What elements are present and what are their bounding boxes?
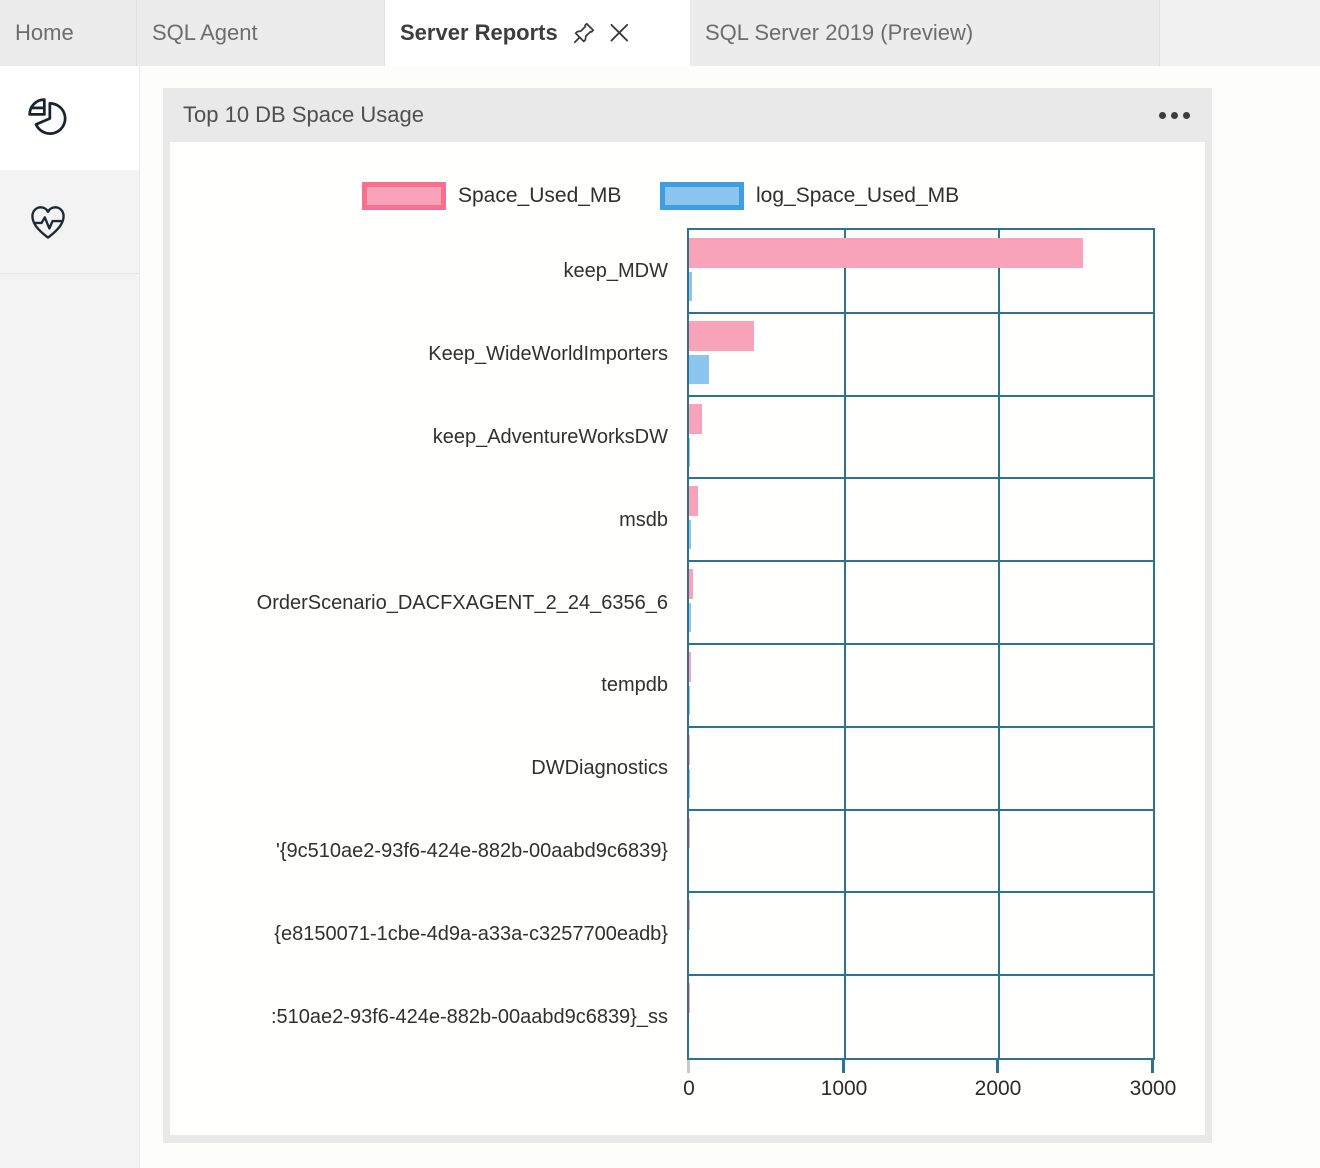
gridline-horizontal (689, 477, 1153, 479)
category-label: Keep_WideWorldImporters (428, 343, 668, 365)
bar-chart-plot (687, 228, 1155, 1060)
tab-server-reports[interactable]: Server Reports (385, 0, 690, 66)
gridline-horizontal (689, 560, 1153, 562)
tab-sql-server-2019-label: SQL Server 2019 (Preview) (705, 20, 974, 45)
category-label: '{9c510ae2-93f6-424e-882b-00aabd9c6839} (276, 840, 668, 862)
tab-bar: Home SQL Agent Server Reports SQL Server… (0, 0, 1320, 66)
category-label: {e8150071-1cbe-4d9a-a33a-c3257700eadb} (274, 923, 668, 945)
close-icon[interactable] (606, 20, 632, 46)
bar-log-space-used (689, 769, 690, 798)
x-tick-label: 1000 (820, 1077, 868, 1100)
x-tick-mark (1151, 1060, 1154, 1073)
gridline-horizontal (689, 809, 1153, 811)
bar-space-used (689, 818, 690, 848)
category-label: :510ae2-93f6-424e-882b-00aabd9c6839}_ss (270, 1006, 668, 1028)
chart-area: Space_Used_MB log_Space_Used_MB keep_MDW… (170, 142, 1205, 1135)
sidebar-item-space-usage-report[interactable] (0, 66, 139, 170)
category-label: tempdb (601, 674, 668, 696)
tab-home-label: Home (15, 20, 74, 45)
x-tick-label: 2000 (974, 1077, 1022, 1100)
bar-space-used (689, 983, 690, 1013)
legend-label-log-space-used[interactable]: log_Space_Used_MB (756, 184, 960, 207)
x-tick-mark (687, 1060, 690, 1073)
gridline-horizontal (689, 891, 1153, 893)
pie-chart-icon (28, 98, 67, 135)
tab-server-reports-label: Server Reports (400, 20, 558, 45)
legend-swatch-log-space-used[interactable] (660, 182, 744, 210)
bar-space-used (689, 321, 754, 351)
bar-log-space-used (689, 355, 709, 384)
bar-log-space-used (689, 686, 690, 715)
bar-log-space-used (689, 438, 690, 467)
tab-bar-empty-space (1160, 0, 1320, 66)
x-tick-mark (996, 1060, 999, 1073)
gridline-horizontal (689, 643, 1153, 645)
gridline-horizontal (689, 312, 1153, 314)
bar-space-used (689, 238, 1083, 268)
x-tick-label: 3000 (1129, 1077, 1177, 1100)
ellipsis-menu-button[interactable] (1157, 106, 1192, 125)
tab-home[interactable]: Home (0, 0, 137, 66)
category-label: keep_MDW (563, 260, 668, 282)
category-label: DWDiagnostics (531, 757, 668, 779)
tab-sql-server-2019[interactable]: SQL Server 2019 (Preview) (690, 0, 1160, 66)
legend-swatch-space-used[interactable] (362, 182, 446, 210)
bar-space-used (689, 735, 690, 765)
x-axis: 0 1000 2000 3000 (683, 1060, 1176, 1120)
bar-space-used (689, 652, 691, 682)
category-axis: keep_MDW Keep_WideWorldImporters keep_Adve… (187, 228, 668, 1060)
gridline-horizontal (689, 974, 1153, 976)
tab-action-icons (571, 20, 632, 46)
bar-space-used (689, 404, 702, 434)
sidebar-item-health-report[interactable] (0, 170, 139, 274)
category-label: OrderScenario_DACFXAGENT_2_24_6356_6 (256, 592, 668, 614)
x-tick-label: 0 (683, 1077, 695, 1100)
heart-pulse-icon (31, 205, 65, 239)
legend-label-space-used[interactable]: Space_Used_MB (458, 184, 622, 207)
report-panel: Top 10 DB Space Usage Space_Used_MB log_… (163, 88, 1212, 1143)
category-label: msdb (619, 509, 668, 531)
bar-log-space-used (689, 272, 692, 301)
panel-header: Top 10 DB Space Usage (163, 88, 1212, 142)
panel-title: Top 10 DB Space Usage (183, 102, 424, 127)
gridline-horizontal (689, 726, 1153, 728)
bar-space-used (689, 486, 698, 516)
bar-space-used (689, 900, 690, 930)
x-tick-mark (842, 1060, 845, 1073)
gridline-horizontal (689, 395, 1153, 397)
sidebar (0, 66, 140, 1168)
bar-log-space-used (689, 520, 691, 549)
ellipsis-icon (1159, 111, 1166, 119)
bar-log-space-used (689, 603, 691, 632)
tab-sql-agent-label: SQL Agent (152, 20, 258, 45)
pin-icon[interactable] (571, 20, 597, 46)
category-label: keep_AdventureWorksDW (432, 426, 668, 448)
tab-sql-agent[interactable]: SQL Agent (137, 0, 385, 66)
bar-space-used (689, 569, 693, 599)
